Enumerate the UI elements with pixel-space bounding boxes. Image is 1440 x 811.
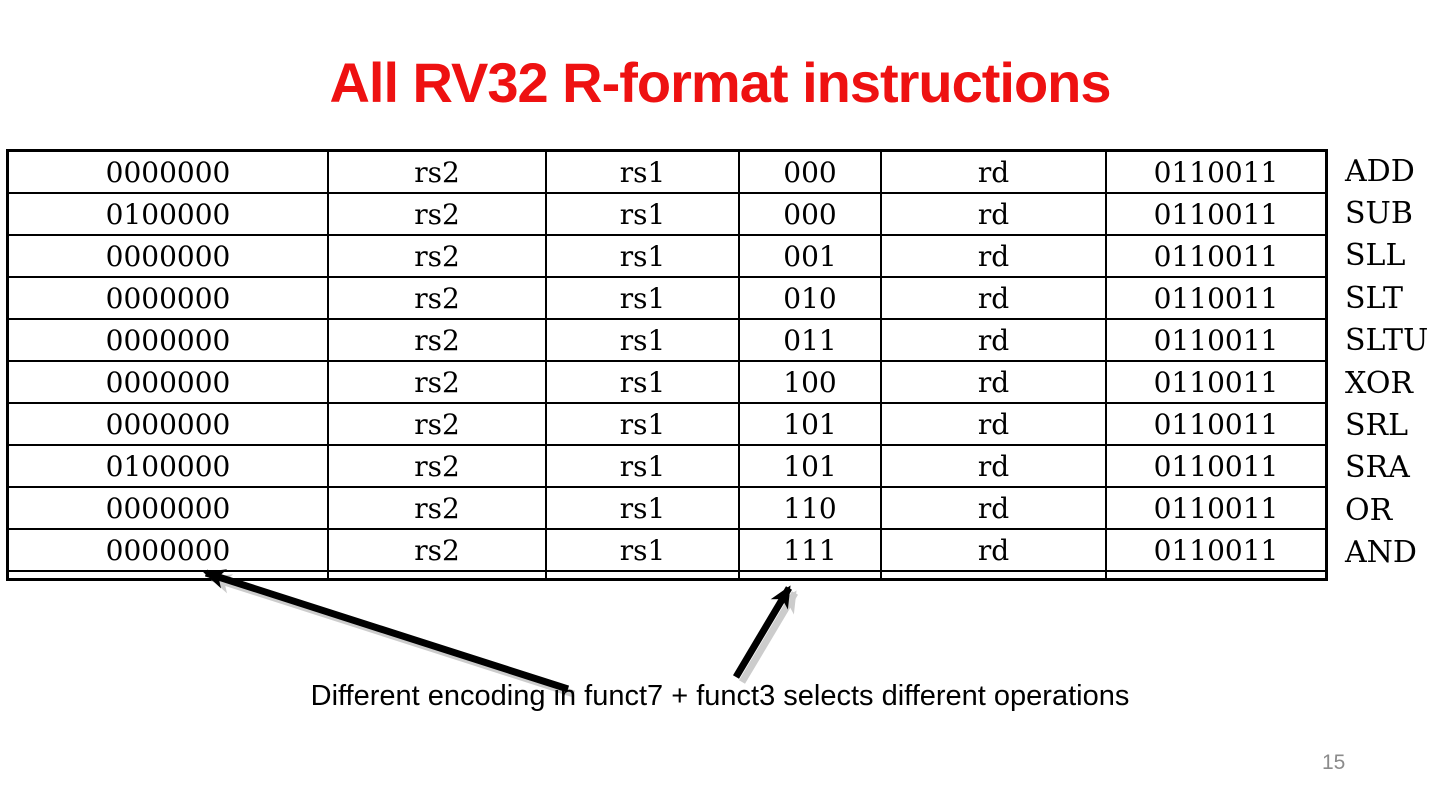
cell-funct3: 100 [740,362,882,402]
cell-empty [9,572,329,578]
cell-funct3: 000 [740,194,882,234]
cell-rs2: rs2 [329,278,547,318]
cell-funct3: 110 [740,488,882,528]
cell-empty [740,572,882,578]
mnemonic-label: ADD [1345,153,1415,189]
cell-opcode: 0110011 [1153,281,1279,315]
cell-rs1: rs1 [547,194,740,234]
mnemonic-label: OR [1345,492,1393,528]
mnemonic-column: ADD SUB SLL SLT SLTU XOR SRL SRA OR AND [1345,150,1428,574]
cell-opcode: 0110011 [1153,239,1279,273]
cell-rd: rd [882,446,1107,486]
cell-rs2: rs2 [329,446,547,486]
cell-opcode: 0110011 [1153,407,1279,441]
cell-opcode: 0110011 [1153,449,1279,483]
cell-empty [547,572,740,578]
cell-rd: rd [882,236,1107,276]
mnemonic-label: AND [1345,535,1417,571]
cell-opcode: 0110011 [1153,155,1279,189]
page-number: 15 [1322,751,1346,774]
cell-rd: rd [882,488,1107,528]
cell-rd: rd [882,404,1107,444]
cell-rs1: rs1 [547,278,740,318]
cell-opcode: 0110011 [1153,197,1279,231]
mnemonic-label: SRA [1345,450,1410,486]
cell-opcode: 0110011 [1153,365,1279,399]
cell-opcode: 0110011 [1153,323,1279,357]
cell-funct7: 0000000 [9,320,329,360]
cell-rs1: rs1 [547,236,740,276]
cell-funct3: 111 [740,530,882,570]
cell-empty [882,572,1107,578]
cell-rs1: rs1 [547,404,740,444]
cell-funct3: 101 [740,404,882,444]
arrow-funct3-shadow [738,590,799,684]
cell-rs1: rs1 [547,488,740,528]
mnemonic-label: SLTU [1345,323,1429,359]
cell-funct3: 010 [740,278,882,318]
cell-funct3: 011 [740,320,882,360]
table-row-empty [9,572,1325,578]
cell-funct3: 000 [740,152,882,192]
cell-empty [1107,572,1325,578]
mnemonic-label: SRL [1345,408,1409,444]
cell-rd: rd [882,194,1107,234]
slide-title: All RV32 R-format instructions [329,51,1111,114]
cell-rd: rd [882,278,1107,318]
cell-rs2: rs2 [329,236,547,276]
caption-text: Different encoding in funct7 + funct3 se… [310,680,1130,712]
cell-funct7: 0000000 [9,236,329,276]
cell-rs2: rs2 [329,152,547,192]
mnemonic-label: SUB [1345,196,1413,232]
arrow-to-funct7-column [203,569,570,693]
cell-funct3: 101 [740,446,882,486]
cell-rd: rd [882,530,1107,570]
mnemonic-label: SLT [1345,280,1404,316]
cell-rs2: rs2 [329,194,547,234]
cell-funct3: 001 [740,236,882,276]
mnemonic-label: XOR [1345,365,1414,401]
cell-funct7: 0000000 [9,404,329,444]
mnemonic-label: SLL [1345,238,1406,274]
cell-rs2: rs2 [329,320,547,360]
arrow-to-funct3-column [732,585,793,679]
cell-rd: rd [882,152,1107,192]
cell-rs1: rs1 [547,530,740,570]
cell-rs1: rs1 [547,362,740,402]
cell-funct7: 0100000 [9,446,329,486]
cell-opcode: 0110011 [1153,533,1279,567]
cell-empty [329,572,547,578]
cell-rs2: rs2 [329,362,547,402]
cell-funct7: 0000000 [9,362,329,402]
cell-funct7: 0000000 [9,530,329,570]
cell-rs1: rs1 [547,152,740,192]
cell-opcode: 0110011 [1153,491,1279,525]
cell-rs2: rs2 [329,530,547,570]
cell-rd: rd [882,320,1107,360]
cell-funct7: 0000000 [9,488,329,528]
cell-rs2: rs2 [329,404,547,444]
cell-funct7: 0000000 [9,152,329,192]
cell-rs1: rs1 [547,320,740,360]
cell-rd: rd [882,362,1107,402]
cell-funct7: 0000000 [9,278,329,318]
cell-funct7: 0100000 [9,194,329,234]
cell-rs2: rs2 [329,488,547,528]
arrow-funct7-shadow [209,574,576,698]
cell-rs1: rs1 [547,446,740,486]
